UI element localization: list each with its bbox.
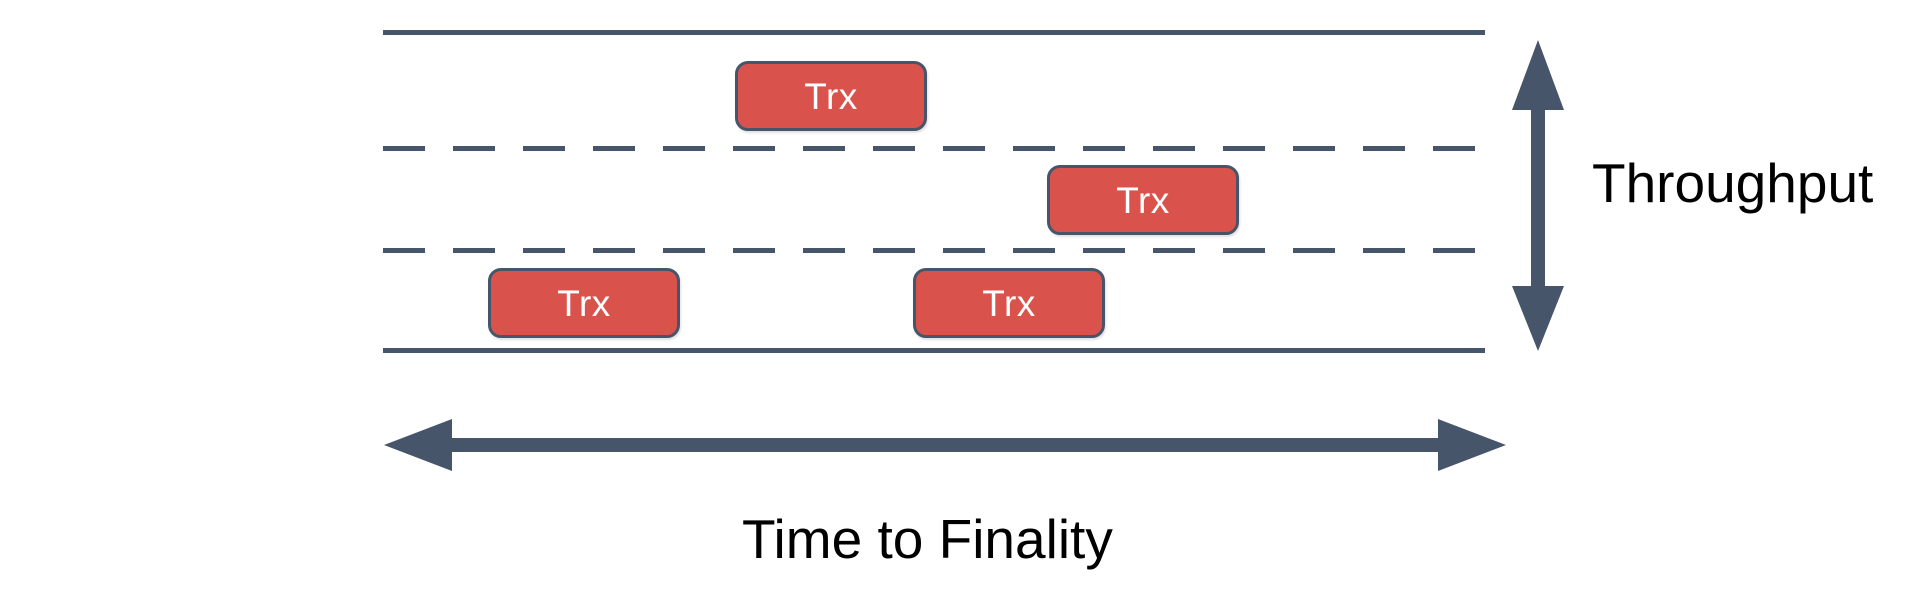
- transaction-box[interactable]: Trx: [913, 268, 1105, 338]
- finality-axis-label: Time to Finality: [742, 508, 1113, 570]
- lane-divider-upper: [383, 146, 1485, 151]
- transaction-box[interactable]: Trx: [735, 61, 927, 131]
- lane-boundary-bottom: [383, 348, 1485, 353]
- lane-boundary-top: [383, 30, 1485, 35]
- lane-divider-lower: [383, 248, 1485, 253]
- throughput-axis-label: Throughput: [1592, 152, 1874, 214]
- finality-axis-arrow-icon: [384, 419, 1506, 471]
- transaction-box[interactable]: Trx: [488, 268, 680, 338]
- transaction-box[interactable]: Trx: [1047, 165, 1239, 235]
- throughput-axis-arrow-icon: [1512, 40, 1564, 351]
